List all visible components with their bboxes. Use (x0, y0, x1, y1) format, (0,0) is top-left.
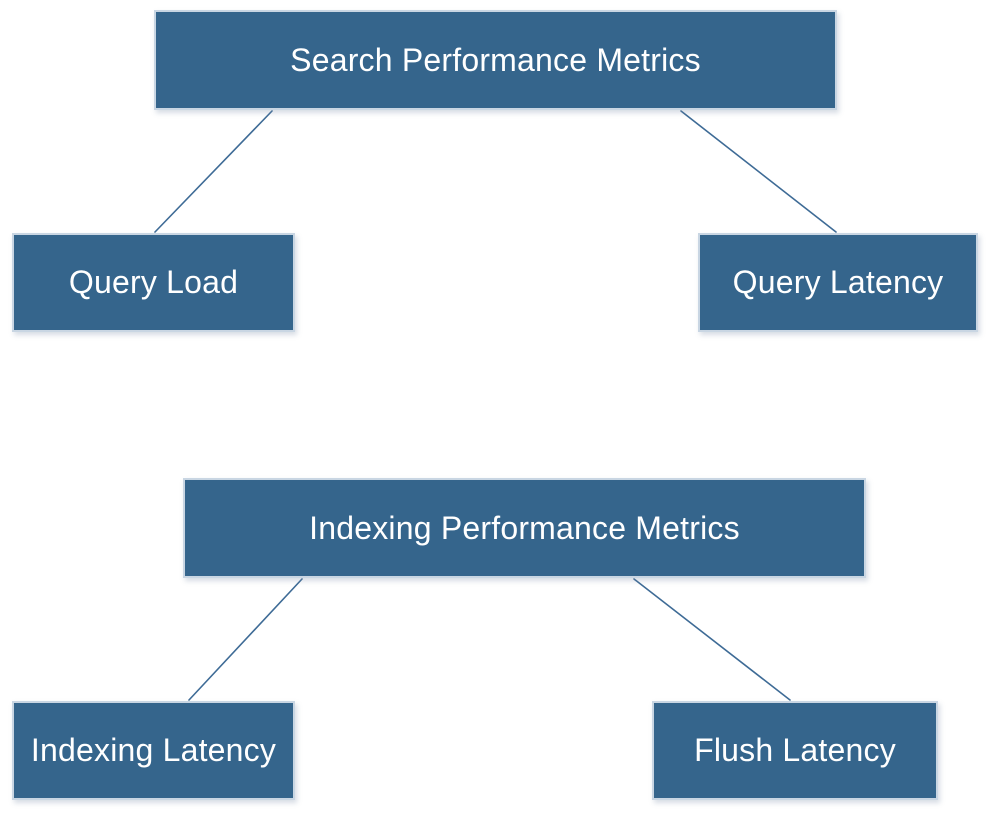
node-label: Flush Latency (694, 732, 896, 769)
node-query-load[interactable]: Query Load (12, 233, 295, 332)
node-indexing-performance-metrics[interactable]: Indexing Performance Metrics (183, 478, 866, 578)
connector-indexing-to-flush-latency (633, 578, 791, 701)
node-label: Query Latency (732, 264, 944, 301)
connector-indexing-to-indexing-latency (188, 578, 303, 701)
connector-search-to-query-load (154, 110, 273, 233)
node-label: Search Performance Metrics (290, 41, 701, 78)
node-label: Indexing Performance Metrics (309, 509, 740, 546)
node-indexing-latency[interactable]: Indexing Latency (12, 701, 295, 800)
node-search-performance-metrics[interactable]: Search Performance Metrics (154, 10, 837, 110)
node-flush-latency[interactable]: Flush Latency (652, 701, 938, 800)
node-label: Query Load (68, 264, 239, 301)
node-label: Indexing Latency (30, 732, 277, 769)
connector-search-to-query-latency (680, 110, 837, 233)
node-query-latency[interactable]: Query Latency (698, 233, 978, 332)
